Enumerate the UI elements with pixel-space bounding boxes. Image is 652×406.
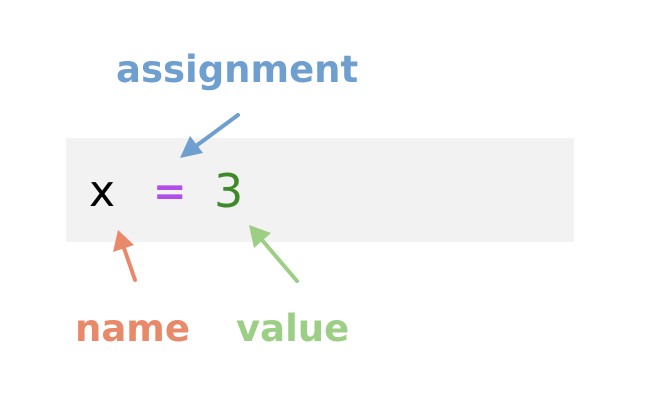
variable-name-token: x <box>89 166 116 217</box>
value-token: 3 <box>214 164 244 218</box>
assignment-operator-token: = <box>153 169 187 215</box>
assignment-label: assignment <box>116 48 359 91</box>
code-block <box>66 138 574 242</box>
name-label: name <box>75 307 190 350</box>
value-label: value <box>236 307 350 350</box>
